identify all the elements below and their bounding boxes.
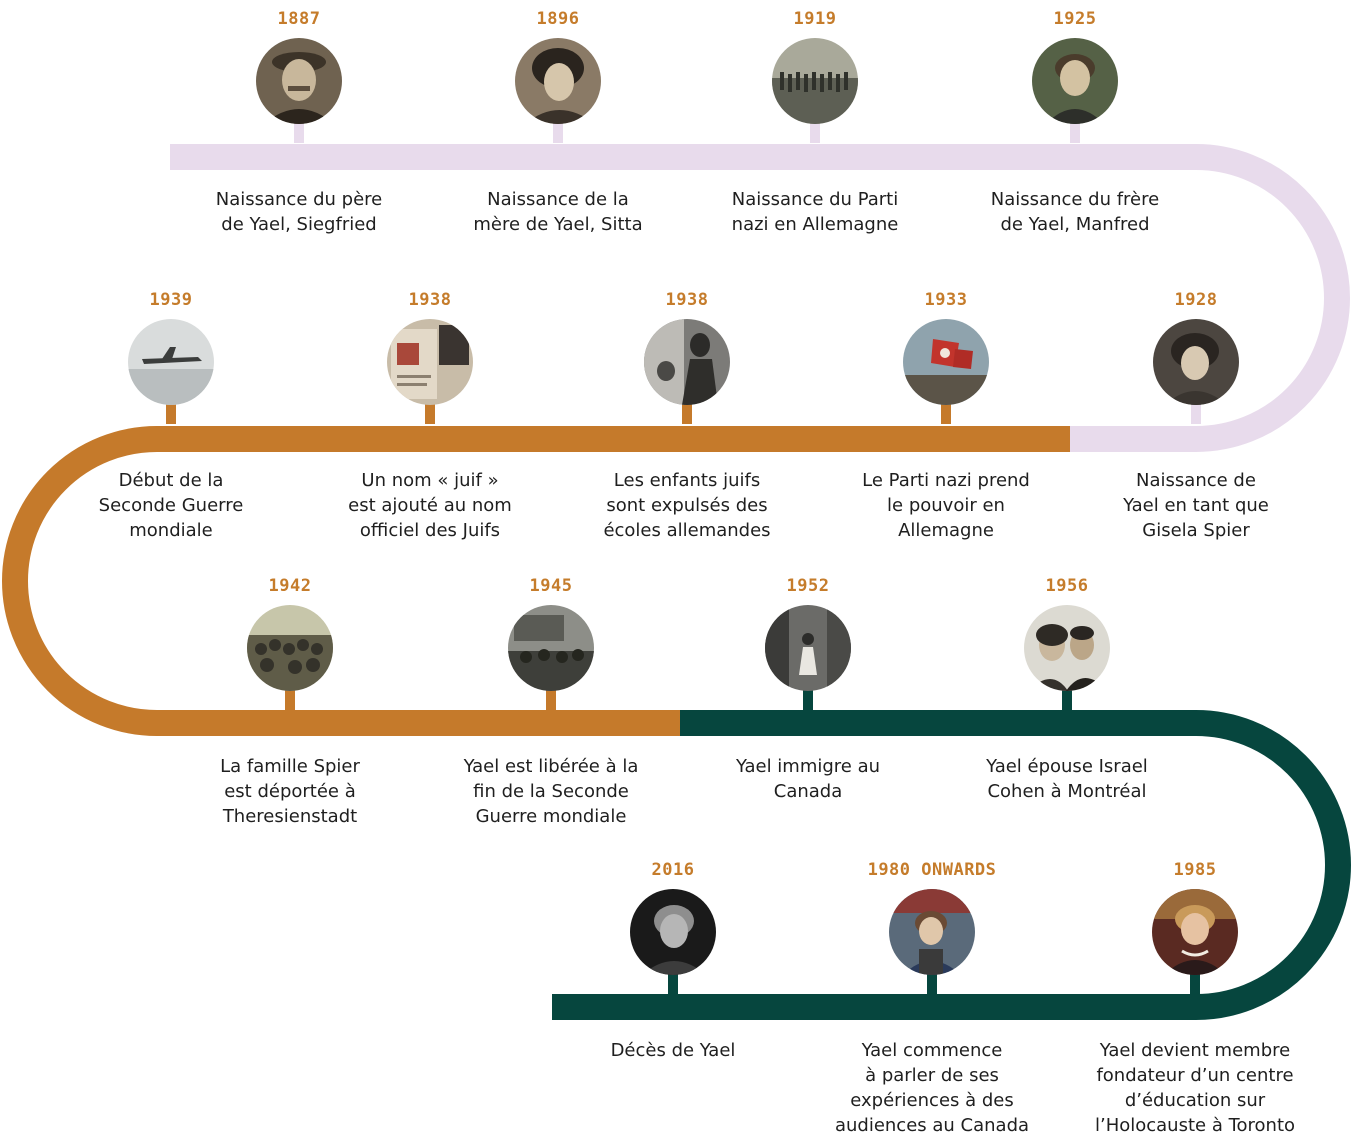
event-year: 1933 [924, 290, 968, 310]
track-segment-orange [2, 426, 1070, 736]
event-connector [1070, 121, 1080, 143]
event-year: 1945 [529, 576, 573, 596]
event-year: 1887 [277, 9, 321, 29]
event-year: 1938 [408, 290, 452, 310]
event-year: 1956 [1045, 576, 1089, 596]
event-connector [294, 121, 304, 143]
camp-crowd-photo [247, 605, 333, 691]
event-year: 1896 [536, 9, 580, 29]
speaker-photo [889, 889, 975, 975]
children-photo [644, 319, 730, 405]
event-year: 2016 [651, 860, 695, 880]
track-segment-lavender [170, 144, 1350, 452]
event-connector [553, 121, 563, 143]
event-connector [425, 402, 435, 424]
event-connector [1190, 972, 1200, 994]
event-connector [1062, 688, 1072, 710]
event-year: 1919 [793, 9, 837, 29]
event-year: 1980 ONWARDS [867, 860, 997, 880]
track-segment-green [552, 710, 1351, 1020]
event-connector [166, 402, 176, 424]
event-year: 1952 [786, 576, 830, 596]
event-description: Décès de Yael [610, 1040, 736, 1061]
event-year: 1928 [1174, 290, 1218, 310]
event-connector [668, 972, 678, 994]
portrait-man-photo [256, 38, 342, 124]
street-figure-photo [765, 605, 851, 691]
portrait-elderly-woman-photo [630, 889, 716, 975]
portrait-boy-photo [1032, 38, 1118, 124]
event-year: 1985 [1173, 860, 1217, 880]
warplane-photo [128, 319, 214, 405]
event-connector [546, 688, 556, 710]
event-connector [927, 972, 937, 994]
liberation-photo [508, 605, 594, 691]
event-year: 1925 [1053, 9, 1097, 29]
event-connector [285, 688, 295, 710]
event-year: 1938 [665, 290, 709, 310]
couple-photo [1024, 605, 1110, 691]
woman-pearls-photo [1152, 889, 1238, 975]
event-connector [941, 402, 951, 424]
event-year: 1939 [149, 290, 193, 310]
event-connector [1191, 402, 1201, 424]
rally-flags-photo [903, 319, 989, 405]
document-photo [387, 319, 473, 405]
portrait-girl-photo [1153, 319, 1239, 405]
event-year: 1942 [268, 576, 312, 596]
event-connector [682, 402, 692, 424]
event-connector [810, 121, 820, 143]
event-connector [803, 688, 813, 710]
marching-crowd-photo [772, 38, 858, 124]
portrait-woman-photo [515, 38, 601, 124]
